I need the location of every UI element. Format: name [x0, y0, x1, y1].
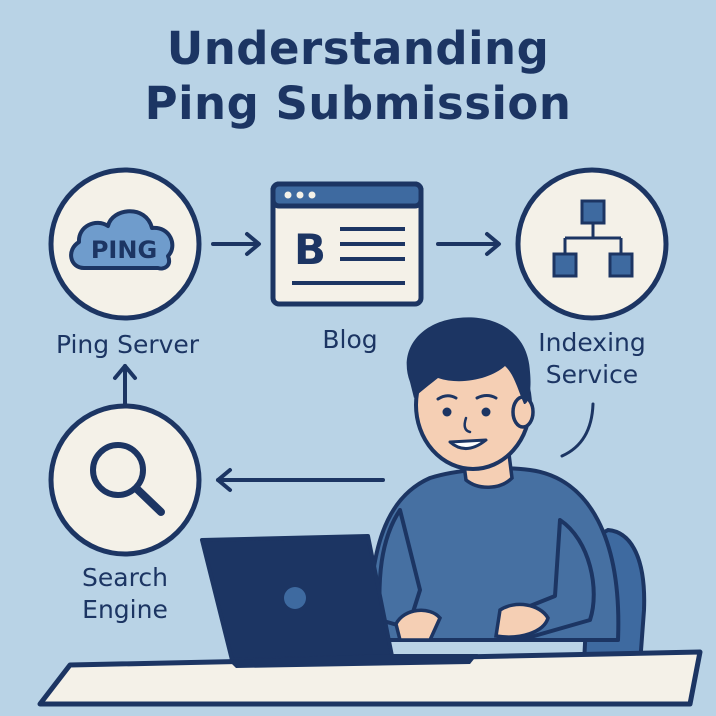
indexing-service-label: Indexing Service — [538, 328, 646, 389]
search-engine-node — [48, 403, 202, 557]
connector-curve — [560, 402, 595, 458]
blog-logo-letter: B — [294, 225, 326, 274]
search-engine-label: Search Engine — [82, 563, 168, 624]
arrow-ping-to-blog — [211, 232, 261, 256]
arrow-to-search-engine — [216, 468, 385, 492]
blog-node: B — [270, 181, 424, 307]
arrow-search-to-ping — [113, 364, 137, 410]
cloud-icon — [69, 209, 175, 271]
magnifier-icon — [90, 442, 165, 516]
title-line-2: Ping Submission — [144, 76, 572, 130]
laptop-icon — [200, 534, 478, 668]
ping-server-label: Ping Server — [55, 330, 200, 359]
indexing-service-node — [515, 167, 669, 321]
arrow-blog-to-indexing — [436, 232, 501, 256]
diagram-title: Understanding Ping Submission — [0, 22, 716, 132]
desk — [37, 649, 703, 707]
person-illustration — [366, 317, 647, 666]
ping-badge-text: PING — [91, 236, 157, 264]
blog-label: Blog — [322, 325, 378, 354]
title-line-1: Understanding — [166, 22, 550, 75]
hierarchy-icon — [552, 199, 634, 278]
ping-server-node: PING — [48, 167, 202, 321]
hair — [406, 317, 531, 405]
browser-window-icon — [270, 181, 424, 307]
